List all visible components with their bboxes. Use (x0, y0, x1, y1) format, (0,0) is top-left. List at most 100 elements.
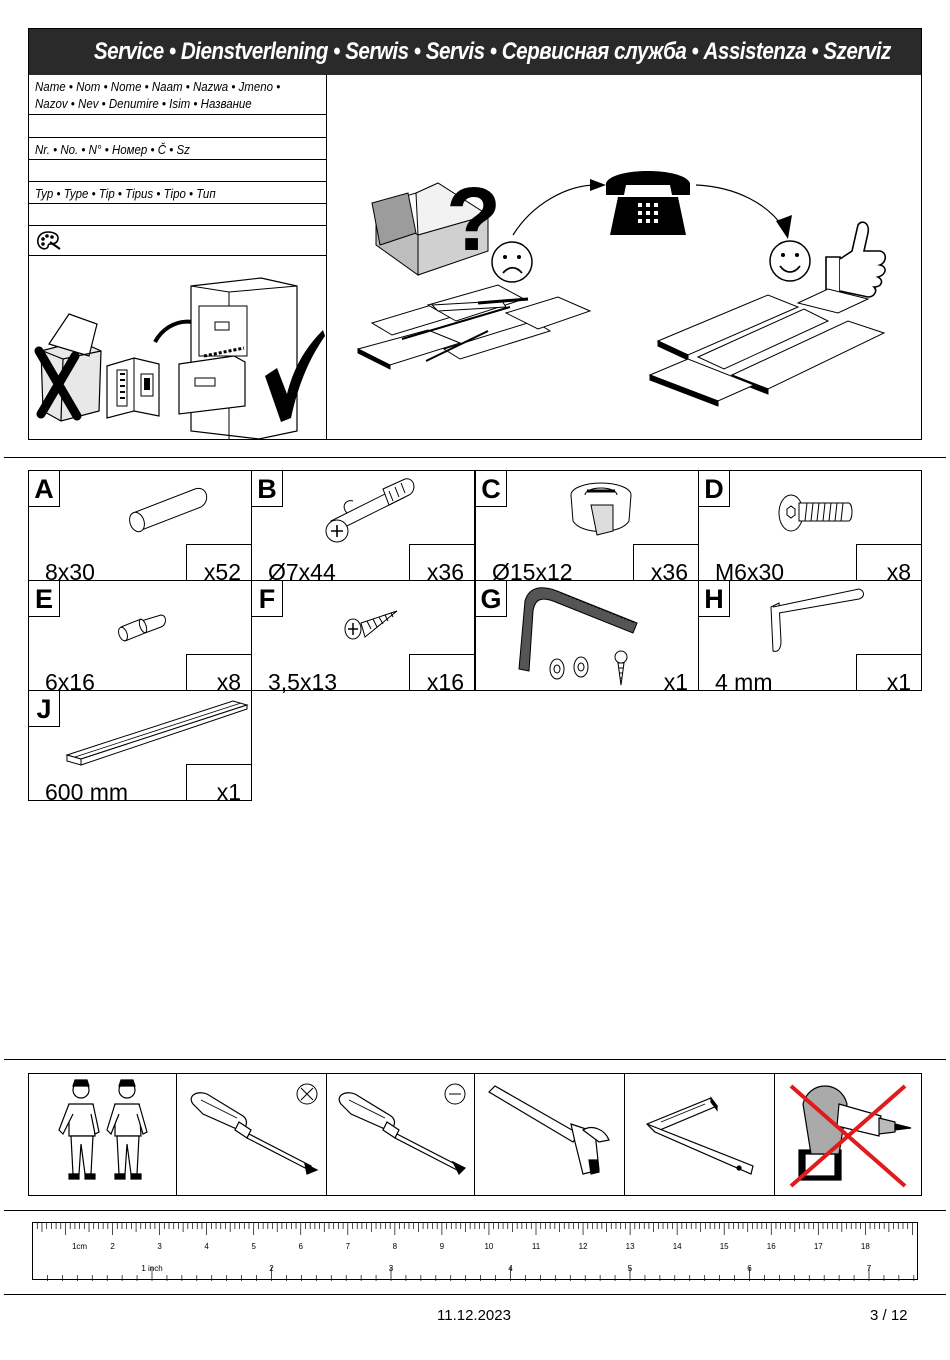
hammer-icon (488, 1085, 610, 1175)
name-field: Name • Nom • Nome • Naam • Nazwa • Jmeno… (29, 75, 326, 115)
square-ruler-icon (645, 1096, 754, 1175)
trash-bin-crossed-icon (34, 313, 102, 422)
messy-panels-icon (356, 284, 592, 370)
tool-phillips-screwdriver (177, 1074, 327, 1195)
ruler-cm-label: 12 (578, 1242, 588, 1251)
ruler-cm-label: 18 (860, 1242, 870, 1251)
qty-box (186, 544, 252, 581)
ruler-inch-label: 1 inch (141, 1264, 163, 1273)
part-letter: F (251, 580, 283, 617)
service-title: Service • Dienstverlening • Serwis • Ser… (29, 29, 921, 75)
part-a: A 8x30 x52 (28, 470, 252, 585)
tool-two-persons (29, 1074, 177, 1195)
ruler-cm-label: 15 (719, 1242, 729, 1251)
type-blank-line (29, 204, 326, 226)
part-qty: x1 (216, 779, 241, 805)
part-letter: A (28, 470, 60, 507)
keep-instructions-illustration (34, 277, 325, 439)
part-size: 4 mm (715, 669, 773, 695)
assembled-panels-icon (648, 288, 886, 407)
ruler-inch-label: 6 (747, 1264, 752, 1273)
telephone-icon (606, 171, 690, 235)
no-power-drill-icon (789, 1084, 912, 1188)
section-divider (4, 1059, 946, 1060)
thumbs-up-icon (825, 221, 887, 298)
phillips-screwdriver-icon (190, 1083, 319, 1175)
page-number: 3 / 12 (870, 1307, 908, 1324)
ruler-cm-label: 6 (298, 1242, 303, 1251)
part-letter: C (475, 470, 507, 507)
qty-box (856, 654, 922, 691)
part-d: D M6x30 x8 (698, 470, 922, 585)
section-divider (4, 457, 946, 458)
part-j: J 600 mm x1 (28, 690, 252, 805)
part-letter: D (698, 470, 730, 507)
part-qty: x1 (886, 669, 911, 695)
part-letter: G (475, 580, 507, 617)
ruler-cm-label: 9 (439, 1242, 445, 1251)
name-blank-line (29, 115, 326, 138)
part-g: G x1 (475, 580, 699, 695)
ruler-cm-label: 5 (251, 1242, 256, 1251)
part-qty: x1 (663, 669, 688, 695)
tools-row (28, 1073, 922, 1196)
ruler-cm-label: 11 (531, 1242, 541, 1251)
ruler-inch-label: 5 (627, 1264, 633, 1273)
ruler-inch-label: 4 (508, 1264, 513, 1273)
ruler-cm-label: 1cm (71, 1242, 88, 1251)
ruler-cm-label: 7 (345, 1242, 351, 1251)
sad-face-icon (491, 241, 533, 283)
cam-lock-icon (570, 482, 632, 536)
ruler-cm-label: 2 (110, 1242, 115, 1251)
service-form: Name • Nom • Nome • Naam • Nazwa • Jmeno… (29, 75, 327, 439)
part-letter: E (28, 580, 60, 617)
part-c: C Ø15x12 x36 (475, 470, 699, 585)
question-mark-icon: ? (446, 170, 501, 270)
hex-bolt-icon (778, 494, 853, 532)
number-field: Nr. • No. • N° • Номер • Č • Sz (29, 138, 326, 160)
ruler-inch-label: 2 (269, 1264, 274, 1273)
part-size: 600 mm (45, 779, 129, 805)
flat-screwdriver-icon (338, 1083, 467, 1176)
ruler-cm-label: 10 (484, 1242, 494, 1251)
ruler-cm-label: 3 (157, 1242, 162, 1251)
cam-bolt-icon (325, 478, 415, 543)
part-qty: x16 (426, 669, 464, 695)
part-h: H 4 mm x1 (698, 580, 922, 695)
shelf-pin-icon (118, 614, 166, 642)
ruler-cm-label: 17 (813, 1242, 823, 1251)
ruler-cm-label: 4 (204, 1242, 209, 1251)
service-block: Service • Dienstverlening • Serwis • Ser… (28, 28, 922, 440)
qty-box (409, 544, 475, 581)
dowel-icon (129, 485, 208, 533)
ruler-inch-label: 7 (866, 1264, 872, 1273)
part-b: B Ø7x44 x36 (251, 470, 475, 585)
type-field: Typ • Type • Tip • Tipus • Tipo • Тип (29, 182, 326, 204)
footer-date: 11.12.2023 (437, 1307, 511, 1324)
qty-box (409, 654, 475, 691)
ruler-cm-label: 16 (766, 1242, 776, 1251)
filing-cabinet-icon (178, 277, 298, 439)
ruler-cm-label: 14 (672, 1242, 682, 1251)
qty-box (856, 544, 922, 581)
palette-row (29, 226, 326, 256)
part-f: F 3,5x13 x16 (251, 580, 475, 695)
part-letter: H (698, 580, 730, 617)
paint-palette-icon (37, 231, 61, 250)
two-persons-icon (58, 1079, 148, 1180)
wood-screw-icon (344, 610, 398, 640)
number-blank-line (29, 160, 326, 182)
service-illustration: ? (328, 75, 921, 439)
booklet-icon (106, 357, 160, 419)
qty-box (186, 764, 252, 801)
ruler-cm-label: 8 (392, 1242, 398, 1251)
part-letter: B (251, 470, 283, 507)
section-divider (4, 1210, 946, 1211)
part-size: 3,5x13 (268, 669, 338, 695)
part-e: E 6x16 x8 (28, 580, 252, 695)
rail-icon (65, 700, 249, 766)
checkmark-icon (265, 330, 325, 422)
happy-face-icon (769, 240, 811, 282)
tool-square-ruler (625, 1074, 775, 1195)
